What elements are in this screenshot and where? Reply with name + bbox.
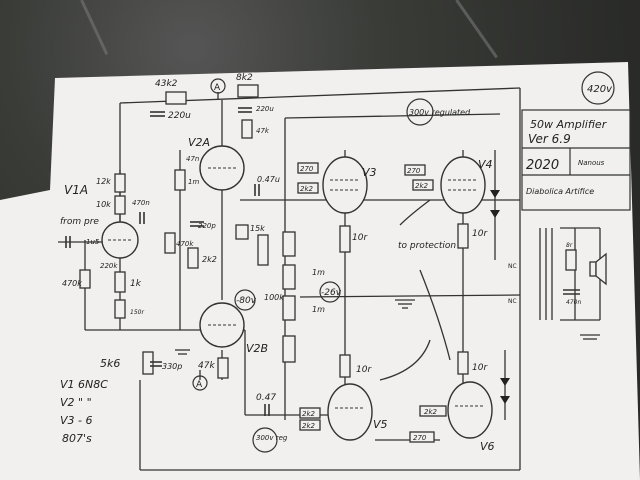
brand-text: Diabolica Artifice	[526, 187, 594, 196]
label-15k: 15k	[250, 224, 265, 233]
label-47k-bot: 47k	[198, 361, 215, 371]
v3-label: V3	[362, 166, 377, 179]
year-text: 2020	[526, 158, 559, 173]
label-470k-in: 470k	[62, 279, 82, 288]
label-047-b: 0.47	[256, 393, 276, 403]
label-2k2-a: 2k2	[300, 185, 314, 193]
label-220u-b: 220u	[256, 105, 274, 113]
tube-v4	[440, 156, 486, 214]
label-2k2-e: 2k2	[424, 408, 438, 416]
label-2k2-c: 2k2	[302, 410, 316, 418]
label-5k6: 5k6	[100, 357, 120, 370]
label-8k2: 8k2	[236, 73, 253, 83]
label-1u5: 1u5	[86, 238, 100, 246]
label-47n-a: 47n	[186, 155, 199, 163]
label-220p: 220p	[198, 222, 216, 230]
bias-neg80: -80v	[236, 296, 257, 306]
v6-label: V6	[480, 440, 495, 453]
tube-v2a	[199, 145, 245, 191]
label-470n: 470n	[132, 199, 150, 207]
node-a-top: A	[214, 83, 221, 93]
tube-list-2: V2 " "	[60, 396, 92, 409]
tube-list-4: 807's	[62, 432, 92, 445]
tube-symbols	[101, 145, 493, 441]
label-10k: 10k	[96, 200, 111, 209]
node-a-bottom: A	[196, 380, 203, 390]
label-150r: 150r	[130, 309, 144, 316]
capacitor-symbols	[65, 107, 580, 416]
protection-label: to protection	[398, 241, 456, 251]
label-047u-a: 0.47u	[257, 175, 280, 184]
label-220k: 220k	[100, 262, 118, 270]
label-470n-out: 470n	[566, 299, 581, 306]
v2a-label: V2A	[188, 136, 210, 149]
title-text: 50w Amplifier	[530, 118, 608, 131]
label-10r-b: 10r	[472, 229, 488, 239]
title-block	[192, 71, 631, 453]
label-270-a: 270	[300, 165, 314, 173]
input-label: from pre	[60, 217, 99, 227]
label-100k: 100k	[264, 293, 284, 302]
label-1m-a: 1m	[188, 178, 199, 186]
label-220u-a: 220u	[168, 111, 191, 121]
diode-symbols	[490, 190, 510, 404]
v2b-label: V2B	[246, 342, 268, 355]
author-text: Nanous	[578, 159, 605, 167]
v1a-label: V1A	[64, 183, 88, 197]
regulated-voltage: 300v regulated	[409, 108, 471, 117]
label-330p: 330p	[162, 362, 182, 371]
bias-neg26: -26v	[321, 288, 342, 298]
label-1k: 1k	[130, 279, 142, 289]
label-47k-top: 47k	[256, 127, 270, 135]
label-1m-c: 1m	[312, 305, 325, 314]
version-text: Ver 6.9	[528, 132, 571, 146]
label-2k2-d: 2k2	[302, 422, 316, 430]
tube-v5	[327, 383, 373, 441]
label-270-c: 270	[413, 434, 427, 442]
label-12k: 12k	[96, 177, 111, 186]
label-2k2-b: 2k2	[415, 182, 429, 190]
v4-label: V4	[478, 158, 493, 171]
nc-label-2: NC	[508, 298, 517, 305]
tube-list-1: V1 6N8C	[60, 378, 108, 391]
label-2k2-mid: 2k2	[202, 255, 217, 264]
label-470k-mid: 470k	[176, 240, 194, 248]
label-10r-d: 10r	[472, 363, 488, 373]
component-labels: 43k2 8k2 220u 220u 47k 47n 1m 0.47u 12k …	[62, 73, 581, 442]
reg-300-voltage: 300v reg	[256, 434, 288, 442]
nc-label-1: NC	[508, 263, 517, 270]
tube-v6	[447, 381, 493, 439]
tube-v3	[322, 156, 368, 214]
label-270-b: 270	[407, 167, 421, 175]
label-10r-c: 10r	[356, 365, 372, 375]
label-43k2: 43k2	[155, 79, 178, 89]
tube-list-3: V3 - 6	[60, 414, 92, 427]
tube-grids	[108, 167, 485, 409]
label-8r: 8r	[566, 242, 573, 249]
v5-label: V5	[373, 418, 388, 431]
resistor-symbols	[79, 84, 577, 443]
tube-v2b	[199, 302, 245, 348]
speaker-icon	[589, 252, 607, 286]
b-plus-voltage: 420v	[587, 84, 613, 95]
label-1m-b: 1m	[312, 268, 325, 277]
label-10r-a: 10r	[352, 233, 368, 243]
